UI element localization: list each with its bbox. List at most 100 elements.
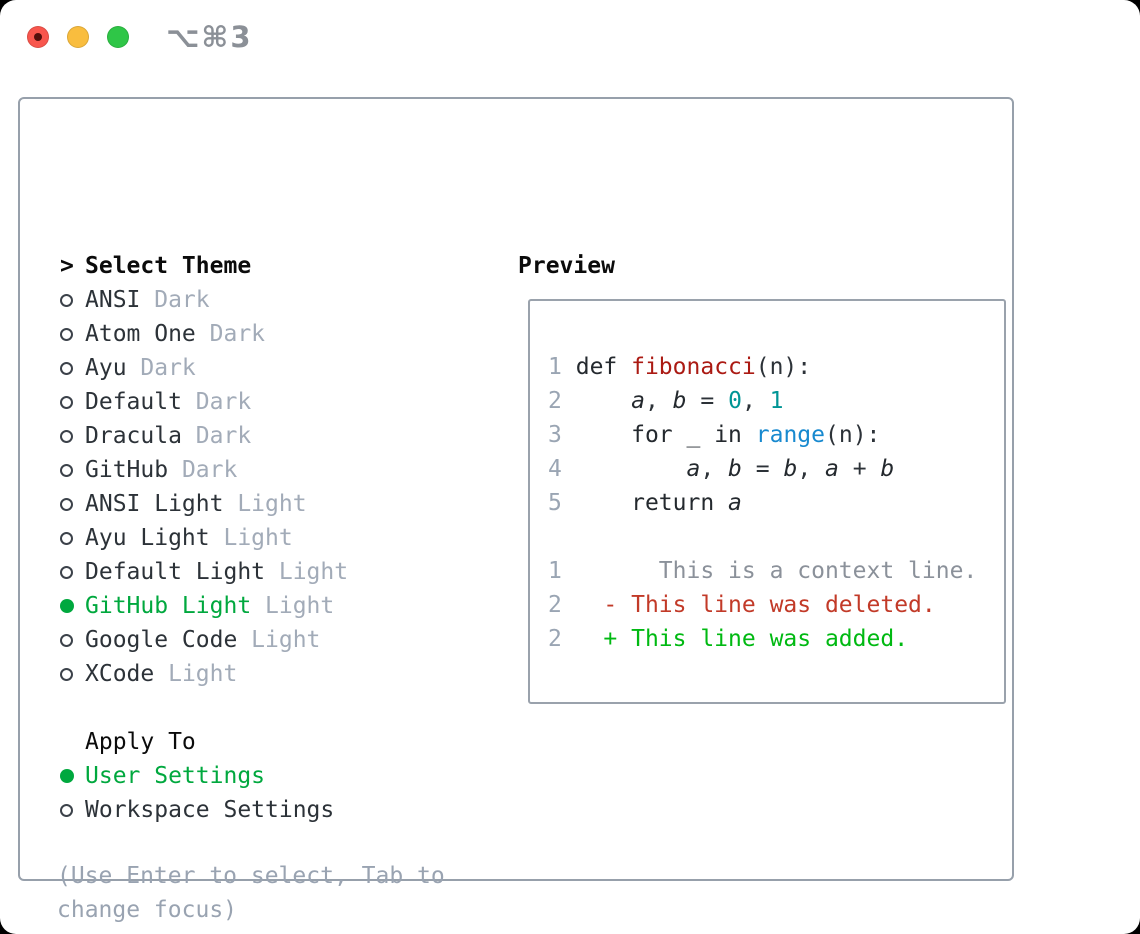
line-number: 2 bbox=[548, 592, 562, 618]
theme-option[interactable]: ANSI Dark bbox=[60, 283, 445, 317]
code-line: 4 a, b = b, a + b bbox=[548, 452, 1004, 486]
theme-option[interactable]: Ayu Dark bbox=[60, 351, 445, 385]
code-token: + bbox=[838, 456, 881, 482]
prompt-icon: > bbox=[60, 253, 74, 279]
code-token: - This line was deleted. bbox=[603, 592, 936, 618]
zoom-button[interactable] bbox=[107, 26, 129, 48]
select-theme-header: > Select Theme bbox=[60, 249, 445, 283]
radio-unselected-icon bbox=[60, 293, 73, 307]
code-token bbox=[562, 626, 604, 652]
code-token: , bbox=[741, 388, 770, 414]
code-token: + This line was added. bbox=[603, 626, 909, 652]
radio-unselected-icon bbox=[60, 633, 73, 647]
code-token: return bbox=[631, 490, 729, 516]
code-token: This is a context line. bbox=[658, 558, 978, 584]
line-number: 5 bbox=[548, 490, 562, 516]
close-button[interactable] bbox=[27, 26, 49, 48]
code-token: a bbox=[728, 490, 742, 516]
option-label: Google Code bbox=[85, 627, 238, 653]
theme-variant-label: Dark bbox=[181, 457, 238, 483]
theme-option[interactable]: Ayu Light Light bbox=[60, 521, 445, 555]
line-number: 1 bbox=[548, 558, 562, 584]
radio-unselected-icon bbox=[60, 803, 73, 817]
code-token: range bbox=[755, 422, 825, 448]
option-label: XCode bbox=[85, 661, 155, 687]
code-line: 3 for _ in range(n): bbox=[548, 418, 1004, 452]
radio-unselected-icon bbox=[60, 327, 73, 341]
option-label: ANSI bbox=[85, 287, 141, 313]
theme-variant-label: Light bbox=[278, 559, 349, 585]
code-token bbox=[562, 490, 631, 516]
code-token: , bbox=[644, 388, 673, 414]
apply-option[interactable]: Workspace Settings bbox=[60, 793, 445, 827]
apply-option[interactable]: User Settings bbox=[60, 759, 445, 793]
code-token bbox=[562, 422, 631, 448]
select-theme-title: Select Theme bbox=[85, 253, 252, 279]
option-label: GitHub Light bbox=[85, 593, 252, 619]
option-label: Ayu Light bbox=[85, 525, 210, 551]
option-label: Default bbox=[85, 389, 182, 415]
code-token: b bbox=[880, 456, 895, 482]
theme-variant-label: Dark bbox=[154, 287, 210, 313]
code-token bbox=[562, 456, 687, 482]
theme-variant-label: Light bbox=[168, 661, 238, 687]
code-token bbox=[562, 388, 631, 414]
help-text: (Use Enter to select, Tab to change focu… bbox=[57, 859, 445, 927]
radio-selected-icon bbox=[60, 599, 74, 613]
code-token: 1 bbox=[769, 388, 784, 414]
code-token: , bbox=[700, 456, 729, 482]
code-token bbox=[562, 592, 604, 618]
code-token: _ bbox=[686, 422, 715, 448]
code-token: b bbox=[672, 388, 687, 414]
radio-unselected-icon bbox=[60, 429, 73, 443]
radio-selected-icon bbox=[60, 769, 74, 783]
code-token: (n): bbox=[825, 422, 881, 448]
theme-variant-label: Light bbox=[237, 491, 307, 517]
theme-variant-label: Dark bbox=[140, 355, 196, 381]
minimize-button[interactable] bbox=[67, 26, 89, 48]
theme-option[interactable]: Google Code Light bbox=[60, 623, 445, 657]
code-token: a bbox=[825, 456, 839, 482]
option-label: Atom One bbox=[85, 321, 196, 347]
preview-title: Preview bbox=[518, 253, 615, 279]
window-shortcut-title: ⌥⌘3 bbox=[166, 20, 253, 54]
option-label: Default Light bbox=[85, 559, 266, 585]
option-label: Ayu bbox=[85, 355, 127, 381]
code-line: 1 def fibonacci(n): bbox=[548, 350, 1004, 384]
code-line: 5 return a bbox=[548, 486, 1004, 520]
code-token: = bbox=[741, 456, 784, 482]
theme-option[interactable]: XCode Light bbox=[60, 657, 445, 691]
code-line: 2 a, b = 0, 1 bbox=[548, 384, 1004, 418]
code-token: for bbox=[631, 422, 687, 448]
code-token bbox=[562, 354, 576, 380]
code-token: 0 bbox=[728, 388, 742, 414]
code-token: in bbox=[714, 422, 756, 448]
option-label: ANSI Light bbox=[85, 491, 224, 517]
code-token: a bbox=[631, 388, 645, 414]
radio-unselected-icon bbox=[60, 565, 73, 579]
code-line: 2 + This line was added. bbox=[548, 622, 1004, 656]
theme-variant-label: Dark bbox=[195, 423, 252, 449]
theme-variant-label: Light bbox=[223, 525, 293, 551]
help-line: change focus) bbox=[57, 897, 238, 923]
theme-variant-label: Dark bbox=[195, 389, 252, 415]
line-number: 1 bbox=[548, 354, 562, 380]
line-number: 2 bbox=[548, 388, 562, 414]
theme-option[interactable]: Default Dark bbox=[60, 385, 445, 419]
titlebar: ⌥⌘3 bbox=[0, 0, 1140, 74]
theme-option[interactable]: Default Light Light bbox=[60, 555, 445, 589]
theme-option[interactable]: ANSI Light Light bbox=[60, 487, 445, 521]
theme-variant-label: Light bbox=[251, 627, 321, 653]
radio-unselected-icon bbox=[60, 497, 73, 511]
